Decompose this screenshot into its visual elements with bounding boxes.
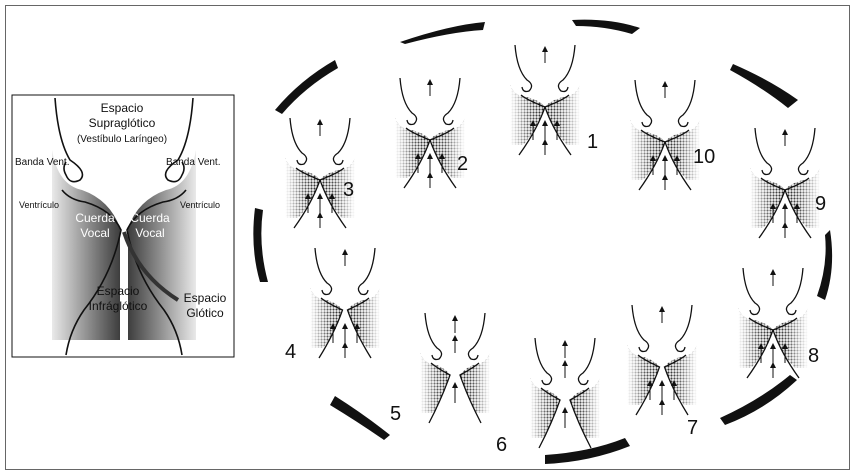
wall-right-outline (786, 268, 803, 315)
phase-number-8: 8 (808, 345, 819, 367)
phase-10-diagram (630, 80, 700, 190)
label-cuerda-left-2: Vocal (80, 226, 109, 240)
wall-right-outline (333, 118, 350, 165)
wall-left-outline (743, 268, 760, 315)
cycle-arrow-1 (400, 22, 485, 44)
vocal-fold-right-fade (348, 288, 381, 348)
label-banda-left: Banda Vent. (15, 157, 70, 168)
cycle-arrow-4 (817, 230, 832, 300)
label-vestibule: (Vestíbulo Laríngeo) (77, 134, 167, 145)
wall-right-outline (443, 78, 460, 125)
label-cuerda-left-1: Cuerda (75, 211, 115, 225)
vocal-fold-left-fade (285, 158, 320, 218)
cycle-arrow-5 (720, 375, 797, 425)
wall-right-outline (675, 305, 692, 352)
label-glottic-1: Espacio (184, 291, 227, 305)
vocal-fold-right-fade (773, 308, 808, 368)
phase-number-9: 9 (815, 193, 826, 215)
wall-right-outline (798, 128, 815, 175)
wall-right-outline (358, 248, 375, 295)
label-cuerda-right-1: Cuerda (130, 211, 170, 225)
phase-1-diagram (510, 45, 580, 155)
wall-left-outline (635, 80, 652, 127)
wall-left-outline (315, 248, 332, 295)
phase-number-3: 3 (343, 179, 354, 201)
label-infraglottic-2: Infráglótico (89, 299, 148, 313)
phase-2-diagram (395, 78, 465, 188)
vocal-fold-left-fade (750, 168, 785, 228)
vocal-fold-right-fade (665, 345, 698, 405)
phase-number-10: 10 (693, 146, 715, 168)
vocal-fold-left-fade (510, 85, 545, 145)
phase-number-7: 7 (687, 417, 698, 439)
label-ventriculo-left: Ventrículo (19, 200, 59, 210)
phase-7-diagram (627, 305, 697, 415)
vocal-fold-left-fade (627, 345, 660, 405)
wall-left-outline (515, 45, 532, 92)
cycle-arrow-8 (253, 208, 268, 282)
label-ventriculo-right: Ventrículo (180, 200, 220, 210)
vocal-fold-left-fade (630, 120, 665, 180)
vocal-fold-left-fade (310, 288, 343, 348)
phase-4-diagram (310, 248, 380, 358)
phase-number-4: 4 (285, 341, 296, 363)
wall-left-outline (755, 128, 772, 175)
phase-8-diagram (738, 268, 808, 378)
label-infraglottic-1: Espacio (97, 284, 140, 298)
phase-9-diagram (750, 128, 820, 238)
cycle-arrow-2 (572, 20, 640, 34)
cycle-arrow-3 (730, 64, 798, 108)
cycle-arrow-7 (330, 396, 390, 440)
label-glottic-2: Glótico (186, 306, 224, 320)
wall-right-outline (678, 80, 695, 127)
wall-right-outline (468, 313, 485, 360)
phase-3-diagram (285, 118, 355, 228)
vocal-fold-left-fade (395, 118, 430, 178)
wall-left-outline (400, 78, 417, 125)
phase-number-1: 1 (587, 131, 598, 153)
label-banda-right: Banda Vent. (166, 157, 221, 168)
wall-left-outline (632, 305, 649, 352)
label-supraglottic-2: Supraglótico (89, 116, 156, 130)
vocal-fold-left-fade (530, 378, 560, 438)
phase-number-2: 2 (457, 153, 468, 175)
wall-right-outline (558, 45, 575, 92)
phase-5-diagram (420, 313, 490, 423)
phase-6-diagram (530, 338, 600, 448)
vocal-fold-right-fade (570, 378, 600, 438)
vocal-fold-right-fade (545, 85, 580, 145)
label-supraglottic-1: Espacio (101, 101, 144, 115)
wall-left-outline (425, 313, 442, 360)
phase-number-6: 6 (496, 434, 507, 456)
wall-right-outline (578, 338, 595, 385)
label-cuerda-right-2: Vocal (135, 226, 164, 240)
wall-left-outline (290, 118, 307, 165)
vocal-fold-right-fade (460, 353, 490, 413)
phase-number-5: 5 (390, 403, 401, 425)
anatomy-inset: Espacio Supraglótico (Vestíbulo Laríngeo… (12, 95, 234, 357)
vocal-fold-left-fade (420, 353, 450, 413)
cycle-arrow-9 (275, 60, 338, 114)
wall-left-outline (535, 338, 552, 385)
vocal-fold-left-fade (738, 308, 773, 368)
